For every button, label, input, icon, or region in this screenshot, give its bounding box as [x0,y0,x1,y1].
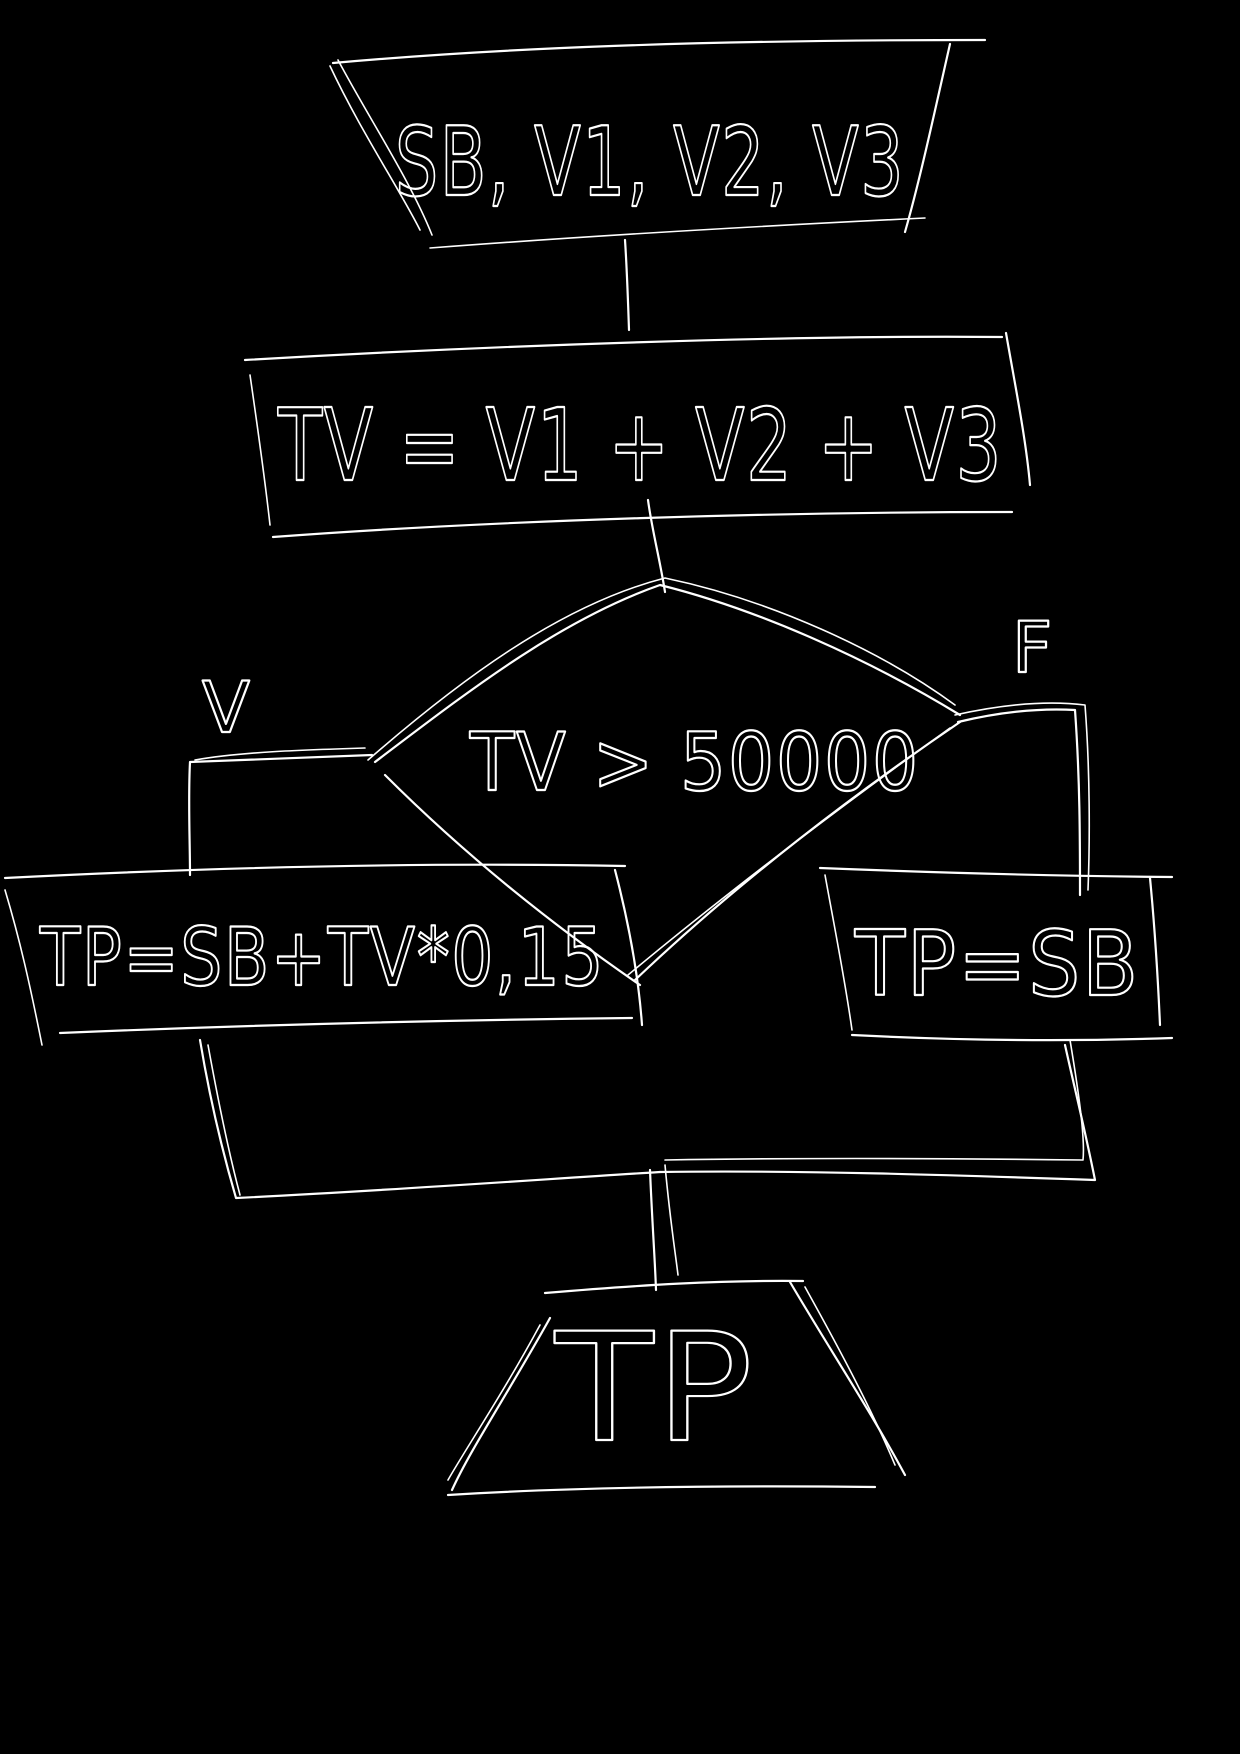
decision-block: TV > 50000 [367,577,962,987]
false-branch-block: TP=SB [818,866,1174,1042]
connector-merge-left [198,1038,662,1200]
output-block-text: TP [554,1302,755,1476]
process-block: TV = V1 + V2 + V3 [243,331,1032,539]
connector-merge-right [658,1043,1097,1182]
true-branch-label: V [202,667,252,749]
input-block-text: SB, V1, V2, V3 [395,108,905,218]
connector-merge-output [648,1168,658,1292]
connector-false-branch [956,708,1082,897]
process-block-text: TV = V1 + V2 + V3 [277,387,1003,504]
false-branch-text: TP=SB [854,912,1140,1017]
output-block: TP [446,1279,907,1497]
decision-block-text: TV > 50000 [469,716,920,809]
input-block: SB, V1, V2, V3 [329,38,987,249]
true-branch-block: TP=SB+TV*0,15 [3,863,644,1046]
true-branch-text: TP=SB+TV*0,15 [39,911,605,1004]
connector-process-decision [646,498,667,594]
false-branch-label: F [1012,607,1054,689]
connector-input-process [623,238,631,332]
connector-true-branch [188,753,374,877]
